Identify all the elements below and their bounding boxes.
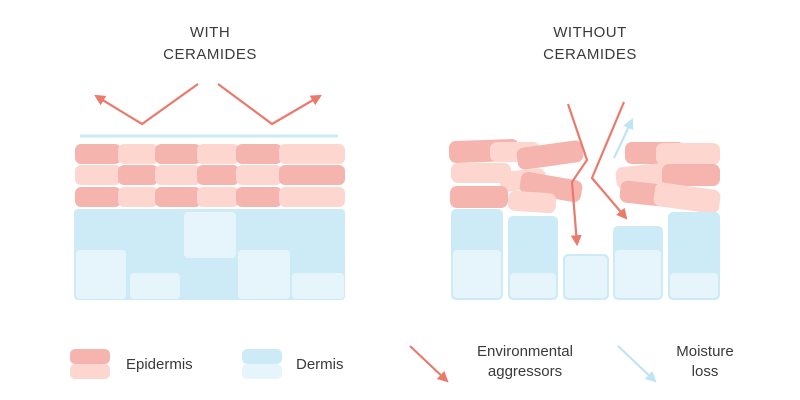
deflected-arrow-left <box>94 83 199 126</box>
moisture-loss-arrow <box>613 118 634 159</box>
without-ceramides-title-line1: WITHOUT <box>553 24 627 41</box>
epidermis-layer <box>75 144 345 207</box>
legend-epidermis-swatch <box>70 349 110 379</box>
legend-moisture-line2: loss <box>691 363 719 380</box>
damaged-epidermis-layer <box>448 139 721 214</box>
healthy-skin <box>74 83 345 300</box>
legend-dermis-label: Dermis <box>296 356 344 373</box>
legend-dermis-swatch <box>242 349 282 379</box>
with-ceramides-title-line1: WITH <box>189 24 231 41</box>
dermis-layer <box>74 209 345 300</box>
legend-aggressors-line1: Environmental <box>477 343 573 360</box>
legend-epidermis-label: Epidermis <box>126 356 193 373</box>
legend-moisture-line1: Moisture <box>676 343 734 360</box>
legend-moisture-label: Moisture loss <box>650 342 760 382</box>
without-ceramides-title-line2: CERAMIDES <box>543 46 637 63</box>
legend-moisture-arrow-icon <box>617 345 657 383</box>
penetrating-arrow-right <box>590 101 628 220</box>
legend-aggressors-label: Environmental aggressors <box>450 342 600 382</box>
damaged-dermis-layer <box>451 209 720 300</box>
penetrating-arrow-left <box>566 103 589 247</box>
damaged-skin <box>448 101 721 300</box>
with-ceramides-title-line2: CERAMIDES <box>163 46 257 63</box>
with-ceramides-title: WITH CERAMIDES <box>110 22 310 66</box>
without-ceramides-title: WITHOUT CERAMIDES <box>490 22 690 66</box>
legend-aggressor-arrow-icon <box>409 345 449 383</box>
deflected-arrow-right <box>217 83 322 126</box>
legend-aggressors-line2: aggressors <box>487 363 563 380</box>
